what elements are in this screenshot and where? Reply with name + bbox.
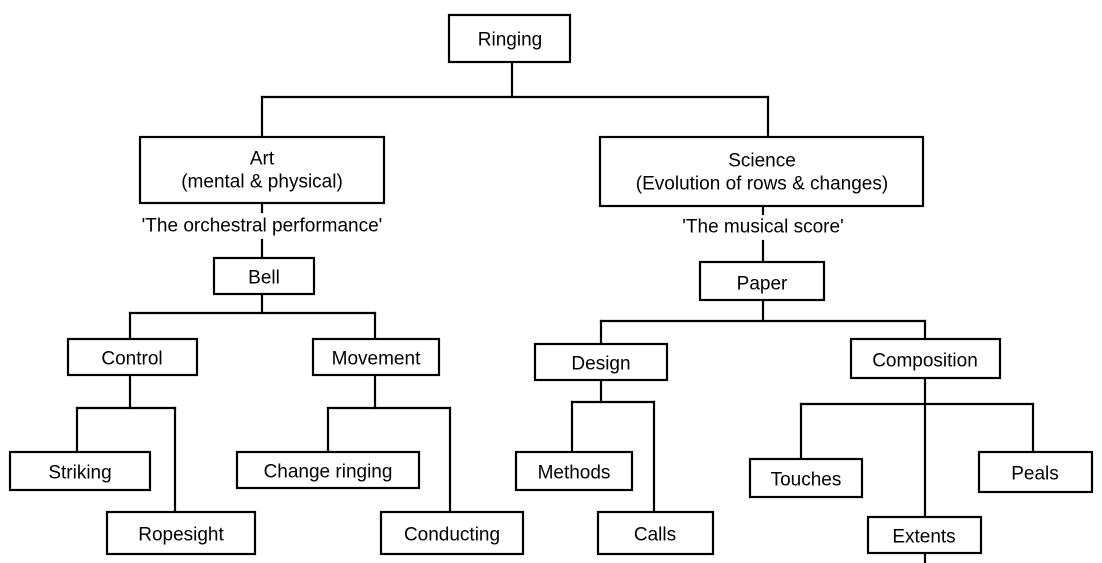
label-ropesight: Ropesight: [138, 525, 224, 546]
node-science: [598, 135, 925, 208]
node-extents: [866, 515, 983, 555]
node-ringing: [447, 13, 572, 64]
node-design: [533, 342, 669, 382]
label-change-ringing: Change ringing: [264, 462, 393, 483]
node-peals: [977, 450, 1094, 494]
label-science-line1: Science: [728, 151, 796, 172]
node-methods: [514, 450, 634, 492]
label-calls: Calls: [634, 525, 676, 546]
node-boxes: [8, 13, 1094, 556]
label-ringing: Ringing: [478, 30, 542, 51]
node-touches: [748, 457, 864, 499]
node-striking: [8, 450, 152, 492]
node-paper: [698, 260, 826, 302]
node-ropesight: [105, 510, 257, 556]
connectors: [75, 60, 1035, 563]
label-art-line1: Art: [250, 149, 275, 170]
label-design: Design: [571, 354, 630, 375]
node-change-ringing: [235, 450, 421, 490]
node-composition: [849, 337, 1002, 380]
label-touches: Touches: [771, 470, 842, 491]
node-art: [138, 135, 386, 205]
label-movement: Movement: [332, 349, 421, 370]
label-control: Control: [101, 349, 162, 370]
caption-science: 'The musical score': [682, 217, 843, 238]
label-bell: Bell: [248, 268, 280, 289]
label-conducting: Conducting: [404, 525, 500, 546]
node-bell: [212, 256, 316, 296]
node-calls: [596, 510, 715, 556]
label-peals: Peals: [1011, 464, 1059, 485]
label-methods: Methods: [538, 463, 611, 484]
label-art-line2: (mental & physical): [181, 172, 343, 193]
label-extents: Extents: [892, 527, 955, 548]
label-striking: Striking: [48, 463, 111, 484]
label-paper: Paper: [737, 274, 788, 295]
node-labels: Ringing Art (mental & physical) Science …: [48, 30, 1058, 548]
node-conducting: [379, 510, 525, 556]
node-control: [66, 337, 199, 377]
caption-art: 'The orchestral performance': [142, 216, 383, 237]
node-movement: [311, 337, 441, 377]
label-science-line2: (Evolution of rows & changes): [636, 174, 888, 195]
label-composition: Composition: [872, 351, 978, 372]
